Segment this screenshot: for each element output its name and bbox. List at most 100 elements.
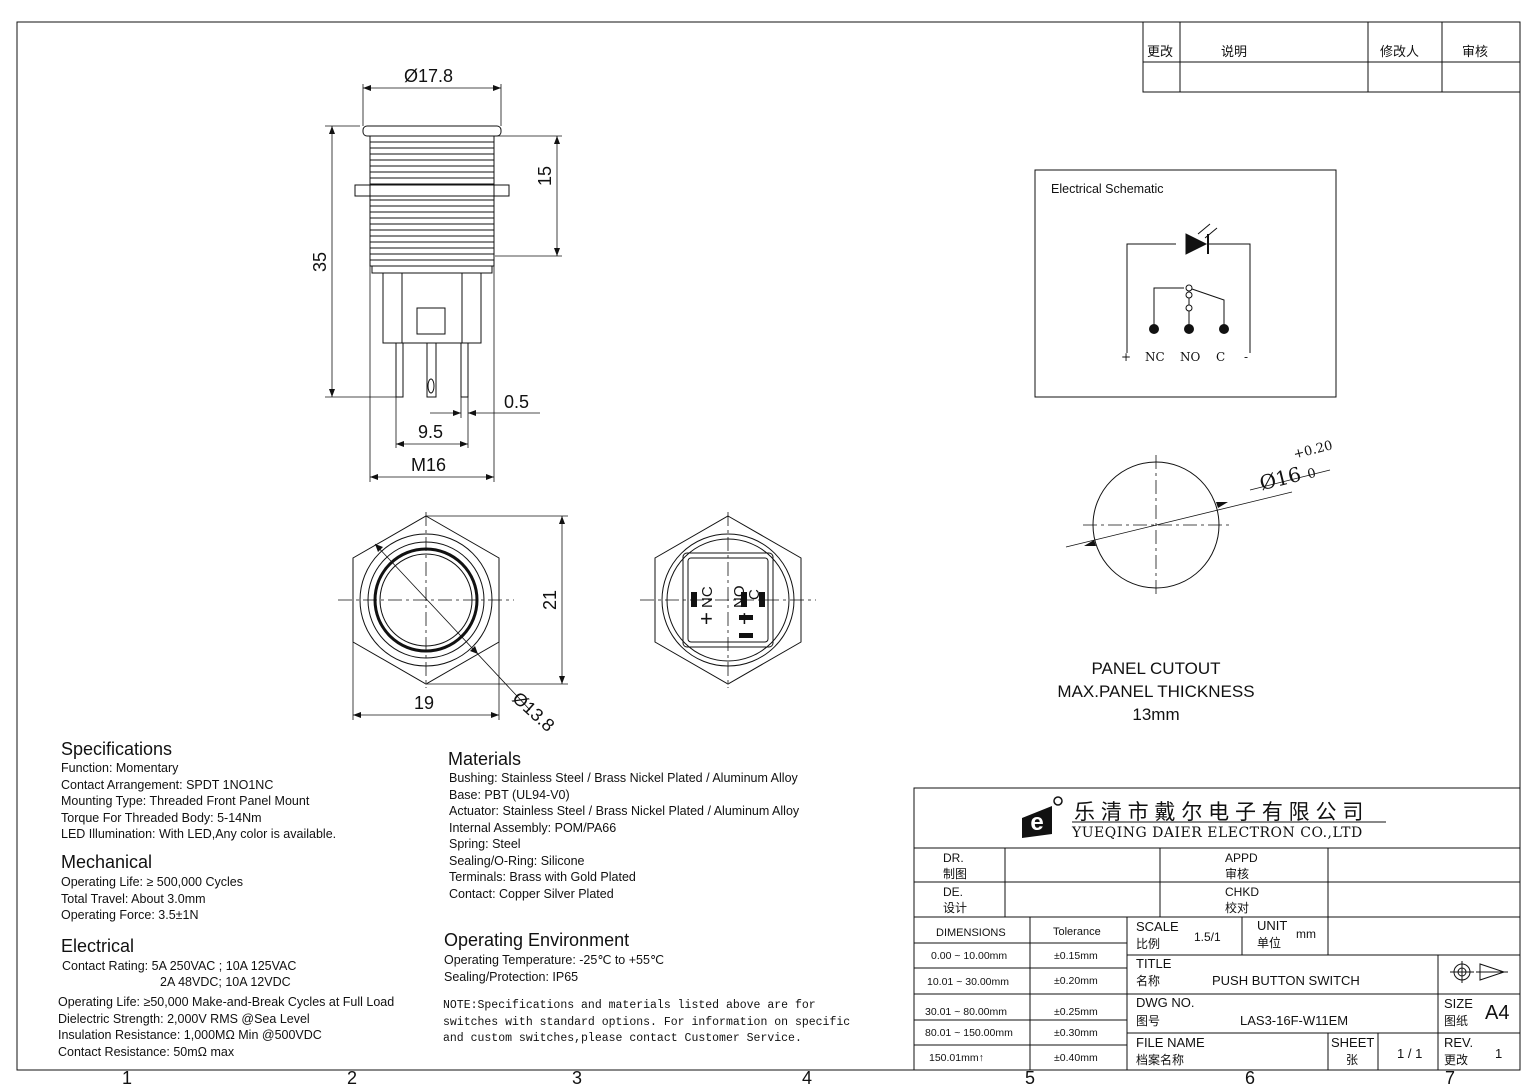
company-name-en: YUEQING DAIER ELECTRON CO.,LTD bbox=[1072, 825, 1363, 841]
material-line: Contact: Copper Silver Plated bbox=[449, 886, 614, 901]
environment-title: Operating Environment bbox=[444, 930, 630, 950]
dim-body-diameter: Ø17.8 bbox=[404, 66, 454, 86]
cutout-line2: MAX.PANEL THICKNESS bbox=[1057, 682, 1255, 701]
unit-label-cn: 单位 bbox=[1257, 936, 1282, 950]
rear-label-plus-left: + bbox=[700, 606, 713, 631]
scale-value: 1.5/1 bbox=[1194, 930, 1221, 944]
tol-range: 0.00 ~ 10.00mm bbox=[931, 950, 1008, 962]
elec-line: Contact Resistance: 50mΩ max bbox=[58, 1044, 235, 1059]
rev-value: 1 bbox=[1495, 1046, 1503, 1061]
material-line: Internal Assembly: POM/PA66 bbox=[449, 820, 617, 835]
size-label: SIZE bbox=[1444, 996, 1473, 1011]
material-line: Terminals: Brass with Gold Plated bbox=[449, 870, 636, 884]
dwg-value: LAS3-16F-W11EM bbox=[1240, 1013, 1349, 1028]
panel-cutout bbox=[1065, 455, 1331, 595]
de-label: DE. bbox=[943, 885, 964, 899]
grid-number: 3 bbox=[572, 1068, 583, 1088]
materials-list: Bushing: Stainless Steel / Brass Nickel … bbox=[449, 770, 799, 902]
title-value: PUSH BUTTON SWITCH bbox=[1212, 973, 1360, 988]
electrical-list: Operating Life: ≥50,000 Make-and-Break C… bbox=[58, 994, 394, 1060]
dwg-label-cn: 图号 bbox=[1136, 1014, 1161, 1028]
dim-hex-width: 19 bbox=[414, 693, 435, 713]
schematic-nc: NC bbox=[1145, 350, 1165, 364]
tol-value: ±0.40mm bbox=[1054, 1052, 1098, 1064]
elec-line: Dielectric Strength: 2,000V RMS @Sea Lev… bbox=[58, 1011, 310, 1026]
cutout-line1: PANEL CUTOUT bbox=[1091, 659, 1221, 678]
dim-terminal-thickness: 0.5 bbox=[504, 392, 530, 412]
rev-col-review: 审核 bbox=[1462, 44, 1489, 59]
schematic-no: NO bbox=[1180, 350, 1201, 364]
rev-label-cn: 更改 bbox=[1444, 1053, 1469, 1067]
elec-line: 2A 48VDC; 10A 12VDC bbox=[160, 975, 291, 989]
tol-value: ±0.20mm bbox=[1054, 975, 1098, 987]
material-line: Actuator: Stainless Steel / Brass Nickel… bbox=[449, 804, 800, 818]
schematic-minus: - bbox=[1244, 350, 1249, 364]
unit-label: UNIT bbox=[1257, 918, 1288, 933]
material-line: Spring: Steel bbox=[449, 837, 521, 851]
grid-number: 4 bbox=[802, 1068, 813, 1088]
chkd-label-cn: 校对 bbox=[1225, 901, 1250, 915]
elec-line: Contact Rating: 5A 250VAC ; 10A 125VAC bbox=[62, 959, 297, 973]
scale-label: SCALE bbox=[1136, 919, 1179, 934]
spec-line: Function: Momentary bbox=[61, 761, 179, 775]
grid-number: 2 bbox=[347, 1068, 358, 1088]
side-view bbox=[354, 125, 510, 398]
sheet-border bbox=[16, 21, 1521, 1071]
rear-label-nc: NC bbox=[699, 586, 716, 608]
dr-label: DR. bbox=[943, 851, 964, 865]
appd-label: APPD bbox=[1225, 851, 1258, 865]
dim-thread-size: M16 bbox=[411, 455, 447, 475]
env-line: Operating Temperature: -25℃ to +55℃ bbox=[444, 953, 664, 967]
revision-table bbox=[1142, 21, 1521, 93]
tol-range: 10.01 ~ 30.00mm bbox=[927, 976, 1010, 988]
sheet-label: SHEET bbox=[1331, 1035, 1375, 1050]
rear-view bbox=[640, 512, 816, 688]
dim-thread-length: 15 bbox=[535, 165, 555, 186]
env-line: Sealing/Protection: IP65 bbox=[444, 969, 579, 984]
specifications-title: Specifications bbox=[61, 739, 173, 759]
mech-line: Operating Force: 3.5±1N bbox=[61, 908, 199, 922]
grid-number: 7 bbox=[1445, 1068, 1456, 1088]
environment-list: Operating Temperature: -25℃ to +55℃ Seal… bbox=[444, 952, 664, 985]
dim-total-height: 35 bbox=[310, 251, 330, 272]
spec-line: Torque For Threaded Body: 5-14Nm bbox=[61, 810, 262, 825]
grid-number: 1 bbox=[122, 1068, 133, 1088]
dimensions-header: DIMENSIONS bbox=[936, 927, 1006, 939]
front-view bbox=[338, 512, 531, 711]
rev-col-change: 更改 bbox=[1147, 44, 1174, 59]
schematic-c: C bbox=[1216, 350, 1226, 364]
tolerance-header: Tolerance bbox=[1053, 926, 1101, 938]
mechanical-list: Operating Life: ≥ 500,000 Cycles Total T… bbox=[61, 874, 243, 924]
specifications-list: Function: Momentary Contact Arrangement:… bbox=[61, 760, 336, 843]
title-label: TITLE bbox=[1136, 956, 1172, 971]
title-block bbox=[913, 787, 1521, 1071]
materials-title: Materials bbox=[448, 749, 522, 769]
dim-terminal-span: 9.5 bbox=[418, 422, 444, 442]
mech-line: Operating Life: ≥ 500,000 Cycles bbox=[61, 875, 243, 889]
rev-col-description: 说明 bbox=[1221, 44, 1248, 59]
mechanical-title: Mechanical bbox=[61, 852, 153, 872]
spec-line: Contact Arrangement: SPDT 1NO1NC bbox=[61, 777, 274, 792]
spec-line: LED Illumination: With LED,Any color is … bbox=[61, 827, 337, 841]
grid-number: 6 bbox=[1245, 1068, 1256, 1088]
electrical-title: Electrical bbox=[61, 936, 135, 956]
tol-range: 80.01 ~ 150.00mm bbox=[925, 1027, 1013, 1039]
dr-label-cn: 制图 bbox=[943, 867, 968, 881]
file-label-cn: 档案名称 bbox=[1136, 1053, 1185, 1067]
de-label-cn: 设计 bbox=[943, 901, 968, 915]
rev-col-modifier: 修改人 bbox=[1380, 44, 1420, 59]
rear-label-plus-right: + bbox=[738, 606, 751, 631]
size-label-cn: 图纸 bbox=[1444, 1014, 1469, 1028]
company-name-cn: 乐 清 市 戴 尔 电 子 有 限 公 司 bbox=[1074, 801, 1364, 824]
material-line: Base: PBT (UL94-V0) bbox=[449, 787, 570, 802]
tol-range: 30.01 ~ 80.00mm bbox=[925, 1006, 1008, 1018]
file-label: FILE NAME bbox=[1136, 1035, 1205, 1050]
scale-label-cn: 比例 bbox=[1136, 937, 1161, 951]
tol-value: ±0.30mm bbox=[1054, 1027, 1098, 1039]
schematic-title: Electrical Schematic bbox=[1051, 182, 1164, 196]
company-logo-icon: e bbox=[1022, 796, 1063, 838]
material-line: Sealing/O-Ring: Silicone bbox=[449, 853, 585, 868]
rear-label-c: C bbox=[746, 589, 763, 600]
tol-value: ±0.15mm bbox=[1054, 950, 1098, 962]
